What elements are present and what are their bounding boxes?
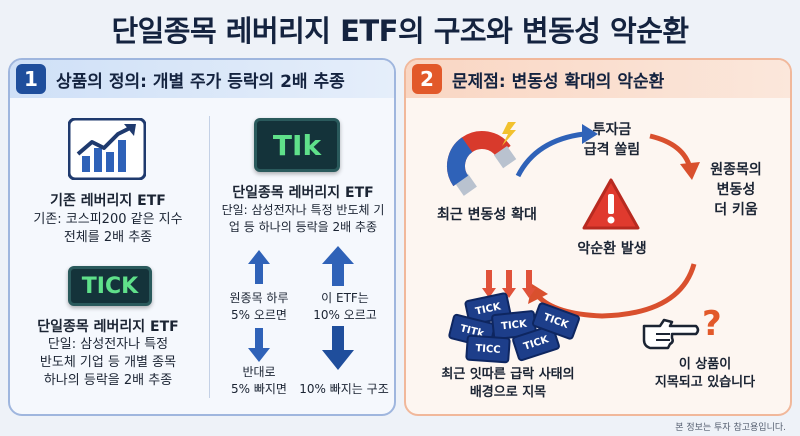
mechanism-up-left-1: 원종목 하루 — [229, 291, 289, 305]
panel-heading: 문제점: 변동성 확대의 악순환 — [452, 71, 665, 92]
problem-panel-header: 2 문제점: 변동성 확대의 악순환 — [406, 60, 790, 98]
warning-triangle-icon — [582, 178, 640, 230]
vicious-cycle-label: 악순환 발생 — [577, 241, 647, 257]
problem-panel: 2 문제점: 변동성 확대의 악순환 최근 변동성 확대 투자금 급격 쏠림 원… — [404, 58, 792, 416]
volatility-label: 최근 변동성 확대 — [437, 207, 537, 223]
single-etf-desc-bottom-2: 반도체 기업 등 개별 종목 — [39, 355, 177, 370]
panel-number: 2 — [412, 64, 442, 94]
single-etf-title-bottom: 단일종목 레버리지 ETF — [37, 319, 179, 335]
rising-bar-chart-icon — [68, 118, 146, 180]
existing-etf-desc-2: 전체를 2배 추종 — [63, 230, 153, 245]
magnet-icon — [447, 122, 517, 196]
amplify-label-1: 원종목의 — [710, 162, 762, 178]
single-etf-desc-top-1: 단일: 삼성전자나 특정 반도체 기 — [221, 203, 385, 217]
tik-badge-top: TIk — [254, 118, 340, 172]
small-down-arrow-icon — [248, 328, 270, 362]
definition-panel: 1 상품의 정의: 개별 주가 등락의 2배 추종 기존 레버리지 ETF 기존… — [8, 58, 396, 416]
amplify-label-2: 변동성 — [716, 182, 756, 198]
single-etf-desc-bottom-1: 단일: 삼성전자나 특정 — [47, 337, 169, 352]
panel-heading: 상품의 정의: 개별 주가 등락의 2배 추종 — [56, 71, 345, 92]
mechanism-up-right-2: 10% 오르고 — [313, 308, 377, 322]
single-etf-desc-bottom-3: 하나의 등락을 2배 추종 — [43, 373, 173, 388]
mechanism-up-right-1: 이 ETF는 — [321, 291, 369, 305]
mechanism-down-left-2: 5% 빠지면 — [231, 382, 287, 396]
tick-ticket: TICC — [465, 334, 511, 364]
column-divider — [209, 116, 210, 398]
mechanism-up-left-2: 5% 오르면 — [231, 308, 287, 322]
cause-label-1: 최근 잇따른 급락 사태의 — [441, 367, 575, 382]
amplify-label-3: 더 키움 — [714, 202, 758, 218]
small-up-arrow-icon — [248, 250, 270, 284]
mechanism-down-left-1: 반대로 — [242, 365, 276, 379]
inflow-label-1: 투자금 — [592, 122, 632, 138]
tick-badge-bottom: TICK — [68, 266, 152, 306]
large-down-arrow-icon — [322, 326, 354, 370]
cause-label-2: 배경으로 지목 — [469, 385, 547, 400]
question-mark: ? — [702, 304, 722, 344]
mechanism-down-right: 10% 빠지는 구조 — [299, 382, 389, 396]
inflow-label-2: 급격 쏠림 — [583, 142, 641, 158]
disclaimer-footnote: 본 정보는 투자 참고용입니다. — [675, 423, 786, 433]
existing-etf-desc-1: 기존: 코스피200 같은 지수 — [33, 212, 183, 227]
single-etf-desc-top-2: 업 등 하나의 등락을 2배 추종 — [228, 220, 378, 234]
page-title: 단일종목 레버리지 ETF의 구조와 변동성 악순환 — [111, 14, 689, 48]
existing-etf-title: 기존 레버리지 ETF — [50, 193, 166, 209]
definition-panel-header: 1 상품의 정의: 개별 주가 등락의 2배 추종 — [10, 60, 394, 98]
pointing-hand-icon — [642, 318, 700, 350]
large-up-arrow-icon — [322, 246, 354, 286]
panel-number: 1 — [16, 64, 46, 94]
single-etf-title-top: 단일종목 레버리지 ETF — [232, 185, 374, 201]
blame-label-1: 이 상품이 — [678, 357, 732, 372]
falling-arrows-icon — [482, 270, 536, 298]
blame-label-2: 지목되고 있습니다 — [654, 375, 756, 390]
